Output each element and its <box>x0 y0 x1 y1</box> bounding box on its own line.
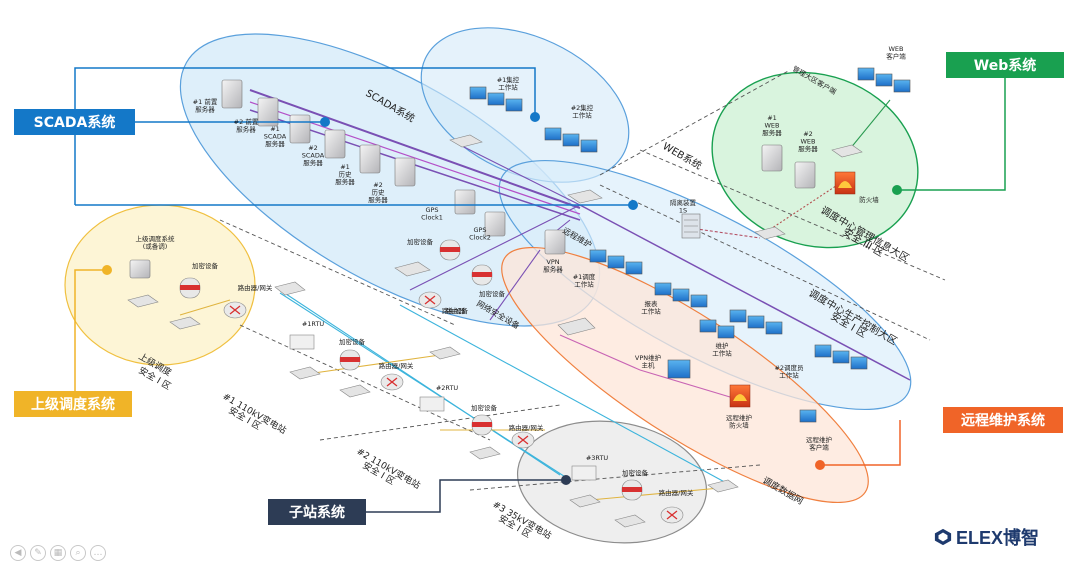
rtu2-router-label: 路由器/网关 <box>509 423 544 432</box>
enc-main-label: 加密设备 <box>407 237 434 246</box>
rtu2-label: #2RTU <box>436 384 459 392</box>
web-zone-ellipse <box>711 71 919 249</box>
firewall-label: 防火墙 <box>859 195 879 204</box>
rtu1-enc-label: 加密设备 <box>339 337 366 346</box>
maint-ws-label: 维护工作站 <box>712 341 732 358</box>
elex-logo-text: ELEX博智 <box>956 528 1040 548</box>
switch-icons <box>127 134 863 528</box>
upper-callout: 上级调度系统 <box>14 391 132 417</box>
firewall-icons <box>729 171 856 408</box>
web-zone-title: WEB系统 <box>661 139 705 172</box>
zoom-icon[interactable]: ⌕ <box>70 545 86 561</box>
router-main-label: 路由器 <box>445 306 465 315</box>
rtu2-enc-label: 加密设备 <box>471 403 498 412</box>
callout-connectors <box>74 67 1006 513</box>
dispatch1-label: #1调度工作站 <box>573 272 596 289</box>
upper-router-label: 路由器/网关 <box>238 283 273 292</box>
workstation-icons <box>469 67 911 423</box>
elex-mark-icon <box>934 528 952 546</box>
rtu1-label: #1RTU <box>302 320 325 328</box>
prev-icon[interactable]: ◀ <box>10 545 26 561</box>
zone-boundaries <box>219 69 946 491</box>
enc-main2-label: 加密设备 <box>479 289 506 298</box>
presentation-toolbar[interactable]: ◀ ✎ ▦ ⌕ … <box>10 545 106 561</box>
rtu1-router-label: 路由器/网关 <box>379 361 414 370</box>
encryption-device-icons <box>179 239 643 501</box>
isolator-icon <box>681 213 701 239</box>
fe2-label: #2 前置服务器 <box>234 117 259 134</box>
more-icon[interactable]: … <box>90 545 106 561</box>
remote-callout: 远程维护系统 <box>943 407 1063 433</box>
substation-zone-ellipse <box>516 420 708 544</box>
rtu3-enc-label: 加密设备 <box>622 468 649 477</box>
web-callout: Web系统 <box>946 52 1064 78</box>
fw-route-label: 路由设备 <box>442 306 469 315</box>
upper-sys-label: 上级调度系统(或备调) <box>136 234 176 251</box>
fe1-label: #1 前置服务器 <box>193 97 218 114</box>
router-icons <box>223 291 684 524</box>
scada-callout: SCADA系统 <box>14 109 135 135</box>
elex-logo: ELEX博智 <box>934 524 1039 550</box>
dispatch2-label: #2调度员工作站 <box>774 363 804 380</box>
substation-callout: 子站系统 <box>268 499 366 525</box>
rtu3-label: #3RTU <box>586 454 609 462</box>
vpn-host-label: VPN维护主机 <box>635 353 661 370</box>
upper-zone-ellipse <box>64 204 256 366</box>
ws-ctrl1-label: #1集控工作站 <box>497 75 520 92</box>
report-ws-label: 报表工作站 <box>641 299 661 316</box>
remote-client-label: 远程维护客户端 <box>806 435 832 452</box>
pen-icon[interactable]: ✎ <box>30 545 46 561</box>
ws-ctrl2-label: #2集控工作站 <box>571 103 594 120</box>
upper-enc-label: 加密设备 <box>192 261 219 270</box>
slides-icon[interactable]: ▦ <box>50 545 66 561</box>
rtu3-router-label: 路由器/网关 <box>659 488 694 497</box>
remote-fw-label: 远程维护防火墙 <box>726 413 752 430</box>
callout-dots <box>102 112 902 485</box>
